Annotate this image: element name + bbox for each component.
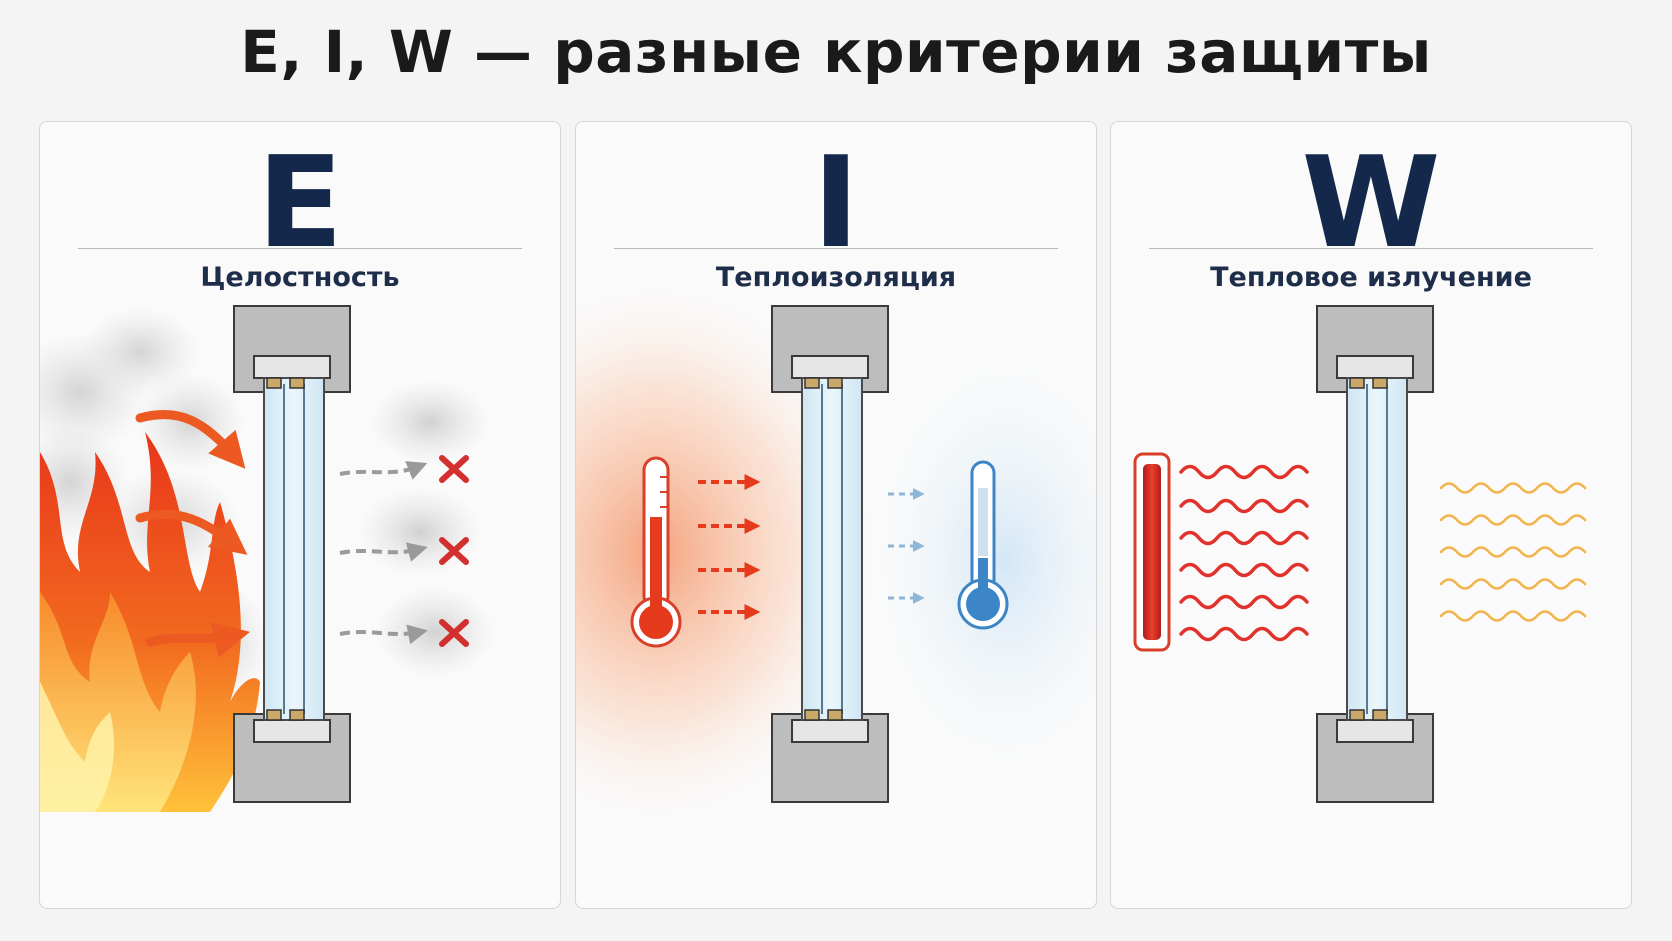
window-section-icon <box>233 305 351 803</box>
window-section-icon <box>771 305 889 803</box>
panel-label-radiation: Тепловое излучение <box>1210 262 1532 293</box>
divider <box>1149 248 1593 249</box>
heat-source-icon <box>1133 452 1171 652</box>
radiation-illustration <box>1133 305 1587 803</box>
smoke-right-icon <box>358 380 495 678</box>
reduced-heat-arrows <box>888 488 925 604</box>
cold-thermometer-icon <box>957 460 1009 630</box>
panel-radiation: W Тепловое излучение <box>1110 121 1632 909</box>
panel-integrity: E Целостность <box>39 121 561 909</box>
transmitted-waves-icon <box>1439 482 1587 622</box>
hot-thermometer-icon <box>630 456 682 648</box>
fire-icon <box>40 432 260 812</box>
panel-letter-e: E <box>256 129 344 276</box>
heat-arrows <box>698 474 761 620</box>
cross-icon <box>439 455 469 647</box>
panel-label-integrity: Целостность <box>200 262 400 293</box>
flame-arrows <box>135 410 251 658</box>
divider <box>614 248 1058 249</box>
insulation-illustration <box>576 272 1096 832</box>
window-section-icon <box>1316 305 1434 803</box>
panel-label-insulation: Теплоизоляция <box>715 262 957 293</box>
radiation-waves-icon <box>1179 464 1309 642</box>
page-title: E, I, W — разные критерии защиты <box>240 18 1432 86</box>
divider <box>78 248 522 249</box>
panel-insulation: I Теплоизоляция <box>575 121 1097 909</box>
panel-letter-i: I <box>812 129 860 276</box>
blocked-smoke-arrows <box>339 461 428 645</box>
panel-letter-w: W <box>1301 129 1441 276</box>
integrity-illustration <box>40 305 495 812</box>
